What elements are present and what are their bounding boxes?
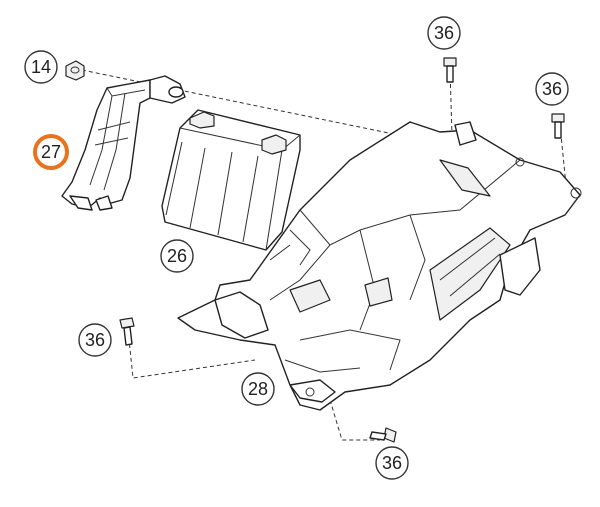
callout-36-left: 36 — [78, 323, 112, 357]
nut-14 — [65, 60, 85, 81]
callout-28-label: 28 — [248, 379, 268, 399]
callout-27-label: 27 — [41, 142, 61, 162]
callout-26-label: 26 — [167, 246, 187, 266]
callout-36-bottom-label: 36 — [382, 453, 402, 473]
callout-36-top-label: 36 — [434, 23, 454, 43]
callout-14: 14 — [24, 50, 58, 84]
battery — [161, 109, 301, 251]
callout-36-bottom: 36 — [375, 446, 409, 480]
screw-36-top — [443, 57, 457, 83]
screw-36-left — [119, 317, 135, 346]
callout-36-top: 36 — [427, 16, 461, 50]
callout-27: 27 — [33, 134, 69, 170]
callout-26: 26 — [160, 239, 194, 273]
screw-36-bottom — [369, 427, 397, 443]
callout-36-left-label: 36 — [85, 330, 105, 350]
battery-holder-bracket — [61, 75, 186, 211]
callout-14-label: 14 — [31, 57, 51, 77]
screw-36-right — [551, 113, 565, 139]
callout-36-right: 36 — [535, 72, 569, 106]
rear-tray — [177, 121, 582, 411]
leader-36-left — [127, 329, 256, 379]
callout-36-right-label: 36 — [542, 79, 562, 99]
callout-28: 28 — [241, 372, 275, 406]
